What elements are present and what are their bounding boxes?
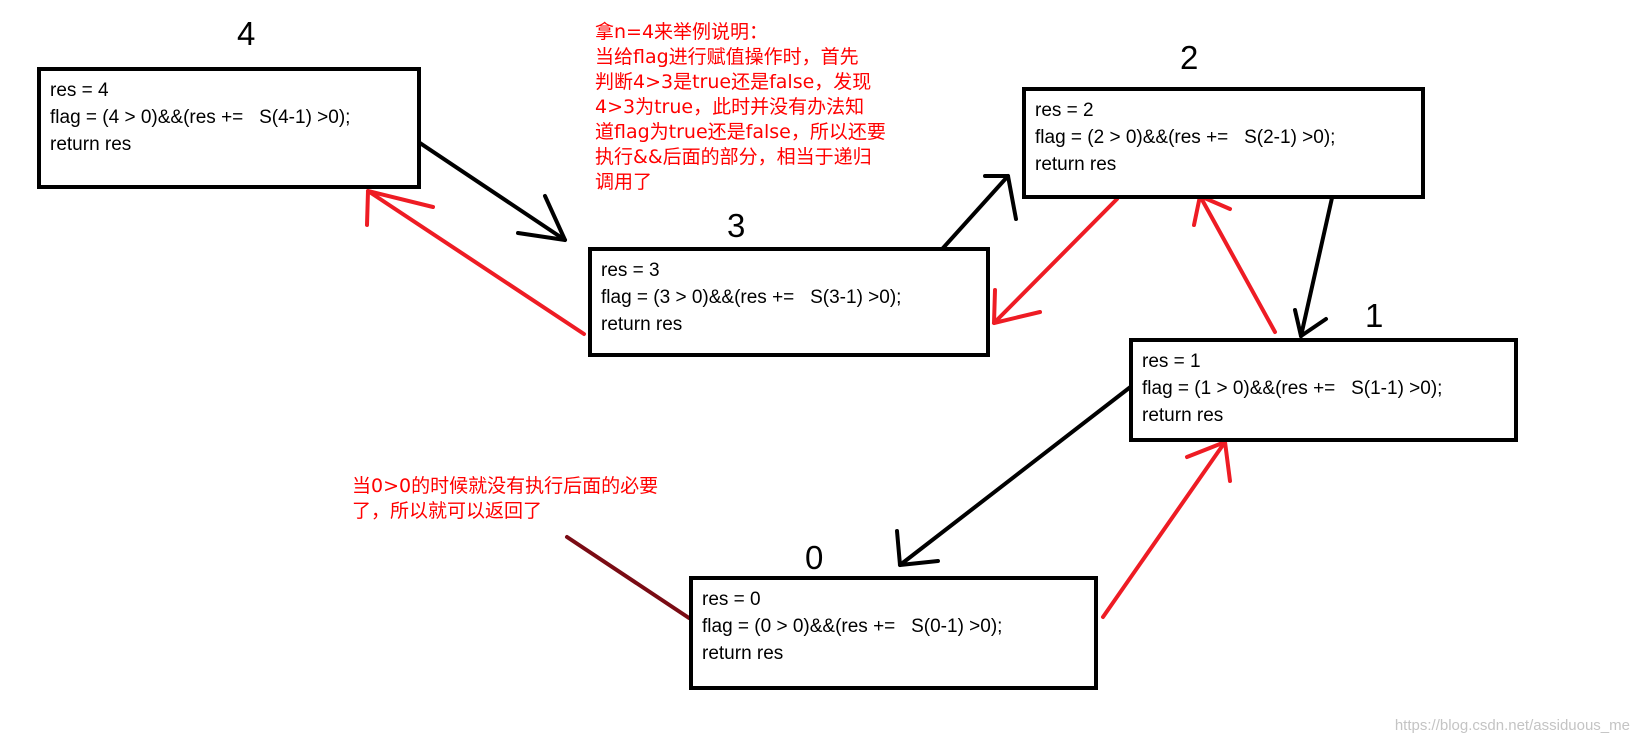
node-1-res-line: res = 1 bbox=[1142, 351, 1201, 372]
top-note-line: 道flag为true还是false，所以还要 bbox=[595, 121, 886, 143]
node-3-res-line: res = 3 bbox=[601, 260, 660, 281]
node-3-return-line: return res bbox=[601, 314, 683, 335]
node-box-3: res = 3 flag = (3 > 0)&&(res += S(3-1) >… bbox=[588, 247, 990, 357]
node-4-flag-line: flag = (4 > 0)&&(res += S(4-1) >0); bbox=[50, 107, 351, 128]
node-2-flag-line: flag = (2 > 0)&&(res += S(2-1) >0); bbox=[1035, 127, 1336, 148]
node-1-return-line: return res bbox=[1142, 405, 1224, 426]
top-note-line: 执行&&后面的部分，相当于递归 bbox=[595, 146, 872, 168]
call-arrow-1-to-0 bbox=[895, 383, 1135, 567]
note-pointer-line bbox=[565, 535, 691, 620]
node-0-res-line: res = 0 bbox=[702, 589, 761, 610]
top-note-line: 调用了 bbox=[595, 171, 653, 193]
return-arrow-2-to-3 bbox=[992, 197, 1119, 325]
bottom-note-line: 当0>0的时候就没有执行后面的必要 bbox=[352, 475, 659, 497]
top-note-line: 判断4>3是true还是false，发现 bbox=[595, 71, 872, 93]
node-label-3: 3 bbox=[727, 207, 746, 244]
node-3-flag-line: flag = (3 > 0)&&(res += S(3-1) >0); bbox=[601, 287, 902, 308]
bottom-explanation-note: 当0>0的时候就没有执行后面的必要 了，所以就可以返回了 bbox=[352, 474, 658, 524]
bottom-note-line: 了，所以就可以返回了 bbox=[352, 500, 543, 522]
top-note-line: 当给flag进行赋值操作时，首先 bbox=[595, 46, 859, 68]
top-note-line: 拿n=4来举例说明： bbox=[595, 21, 769, 43]
node-box-4: res = 4 flag = (4 > 0)&&(res += S(4-1) >… bbox=[37, 67, 421, 189]
node-1-flag-line: flag = (1 > 0)&&(res += S(1-1) >0); bbox=[1142, 378, 1443, 399]
top-explanation-note: 拿n=4来举例说明： 当给flag进行赋值操作时，首先 判断4>3是true还是… bbox=[595, 20, 886, 195]
return-arrow-1-to-2 bbox=[1192, 194, 1277, 334]
node-4-return-line: return res bbox=[50, 134, 132, 155]
node-label-2: 2 bbox=[1180, 39, 1199, 76]
node-box-0: res = 0 flag = (0 > 0)&&(res += S(0-1) >… bbox=[689, 576, 1098, 690]
node-box-1: res = 1 flag = (1 > 0)&&(res += S(1-1) >… bbox=[1129, 338, 1518, 442]
return-arrow-0-to-1 bbox=[1101, 440, 1232, 619]
node-4-res-line: res = 4 bbox=[50, 80, 109, 101]
node-label-4: 4 bbox=[237, 15, 256, 52]
node-0-return-line: return res bbox=[702, 643, 784, 664]
node-box-2: res = 2 flag = (2 > 0)&&(res += S(2-1) >… bbox=[1022, 87, 1425, 199]
node-label-1: 1 bbox=[1365, 297, 1384, 334]
node-label-0: 0 bbox=[805, 539, 824, 576]
watermark: https://blog.csdn.net/assiduous_me bbox=[1394, 717, 1630, 734]
return-arrow-3-to-4 bbox=[365, 189, 586, 336]
node-0-flag-line: flag = (0 > 0)&&(res += S(0-1) >0); bbox=[702, 616, 1003, 637]
node-2-return-line: return res bbox=[1035, 154, 1117, 175]
node-2-res-line: res = 2 bbox=[1035, 100, 1094, 121]
top-note-line: 4>3为true，此时并没有办法知 bbox=[595, 96, 865, 118]
